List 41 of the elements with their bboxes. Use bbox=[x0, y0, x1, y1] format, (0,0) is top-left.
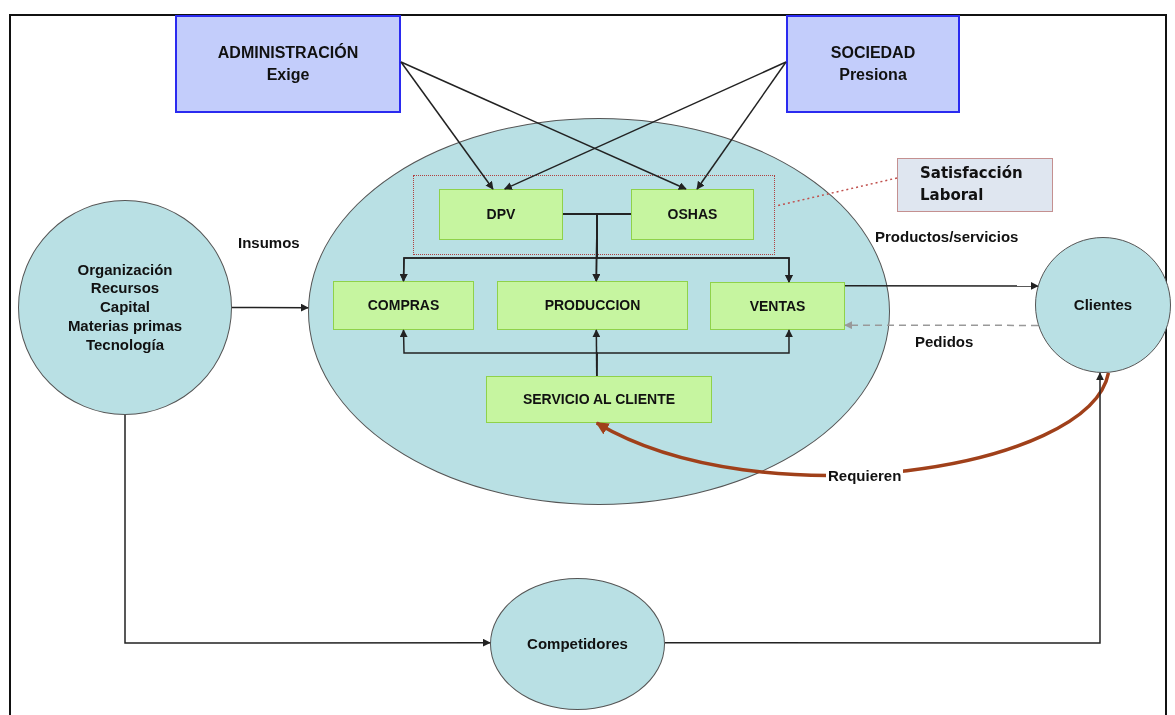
stakeholder-box bbox=[786, 15, 960, 113]
arrow bbox=[664, 372, 1104, 644]
process-box bbox=[497, 281, 688, 330]
arrow bbox=[596, 329, 793, 377]
box-label: Exige bbox=[266, 65, 310, 85]
circle-label: Clientes bbox=[1073, 296, 1133, 314]
box-label: OSHAS bbox=[667, 206, 718, 223]
box-label: ADMINISTRACIÓN bbox=[217, 42, 359, 64]
arrow bbox=[844, 321, 1039, 330]
arrow bbox=[231, 303, 309, 312]
circle-label: Capital bbox=[100, 298, 150, 317]
arrow bbox=[400, 61, 494, 190]
box-label: COMPRAS bbox=[367, 297, 440, 314]
stakeholder-box bbox=[175, 15, 401, 113]
circle-label: Tecnología bbox=[85, 335, 165, 355]
process-box bbox=[710, 282, 845, 330]
circle-label: Recursos bbox=[90, 279, 160, 299]
box-label: PRODUCCION bbox=[544, 297, 641, 314]
edge-label: Productos/servicios bbox=[873, 228, 1021, 245]
process-box bbox=[333, 281, 474, 330]
process-box bbox=[486, 376, 712, 423]
box-label: SOCIEDAD bbox=[830, 43, 916, 64]
arrow bbox=[696, 61, 787, 190]
arrow bbox=[124, 414, 491, 647]
note-box bbox=[897, 158, 1053, 212]
box-label: VENTAS bbox=[749, 297, 806, 315]
box-label: Presiona bbox=[839, 65, 907, 85]
edge-label: Pedidos bbox=[913, 333, 976, 350]
box-label: SERVICIO AL CLIENTE bbox=[522, 391, 676, 408]
process-box bbox=[439, 189, 563, 240]
circle-label: Competidores bbox=[527, 635, 628, 653]
arrow bbox=[400, 61, 687, 190]
circle-label: Organización bbox=[77, 260, 173, 280]
arrow bbox=[503, 61, 787, 190]
note-text: Satisfacción Laboral bbox=[920, 163, 1024, 206]
dotted-group-box bbox=[413, 175, 775, 255]
arrow bbox=[844, 281, 1039, 290]
process-box bbox=[631, 189, 754, 240]
circle-label: Materias primas bbox=[67, 316, 183, 336]
box-label: DPV bbox=[486, 206, 516, 223]
edge-label: Requieren bbox=[826, 467, 904, 484]
